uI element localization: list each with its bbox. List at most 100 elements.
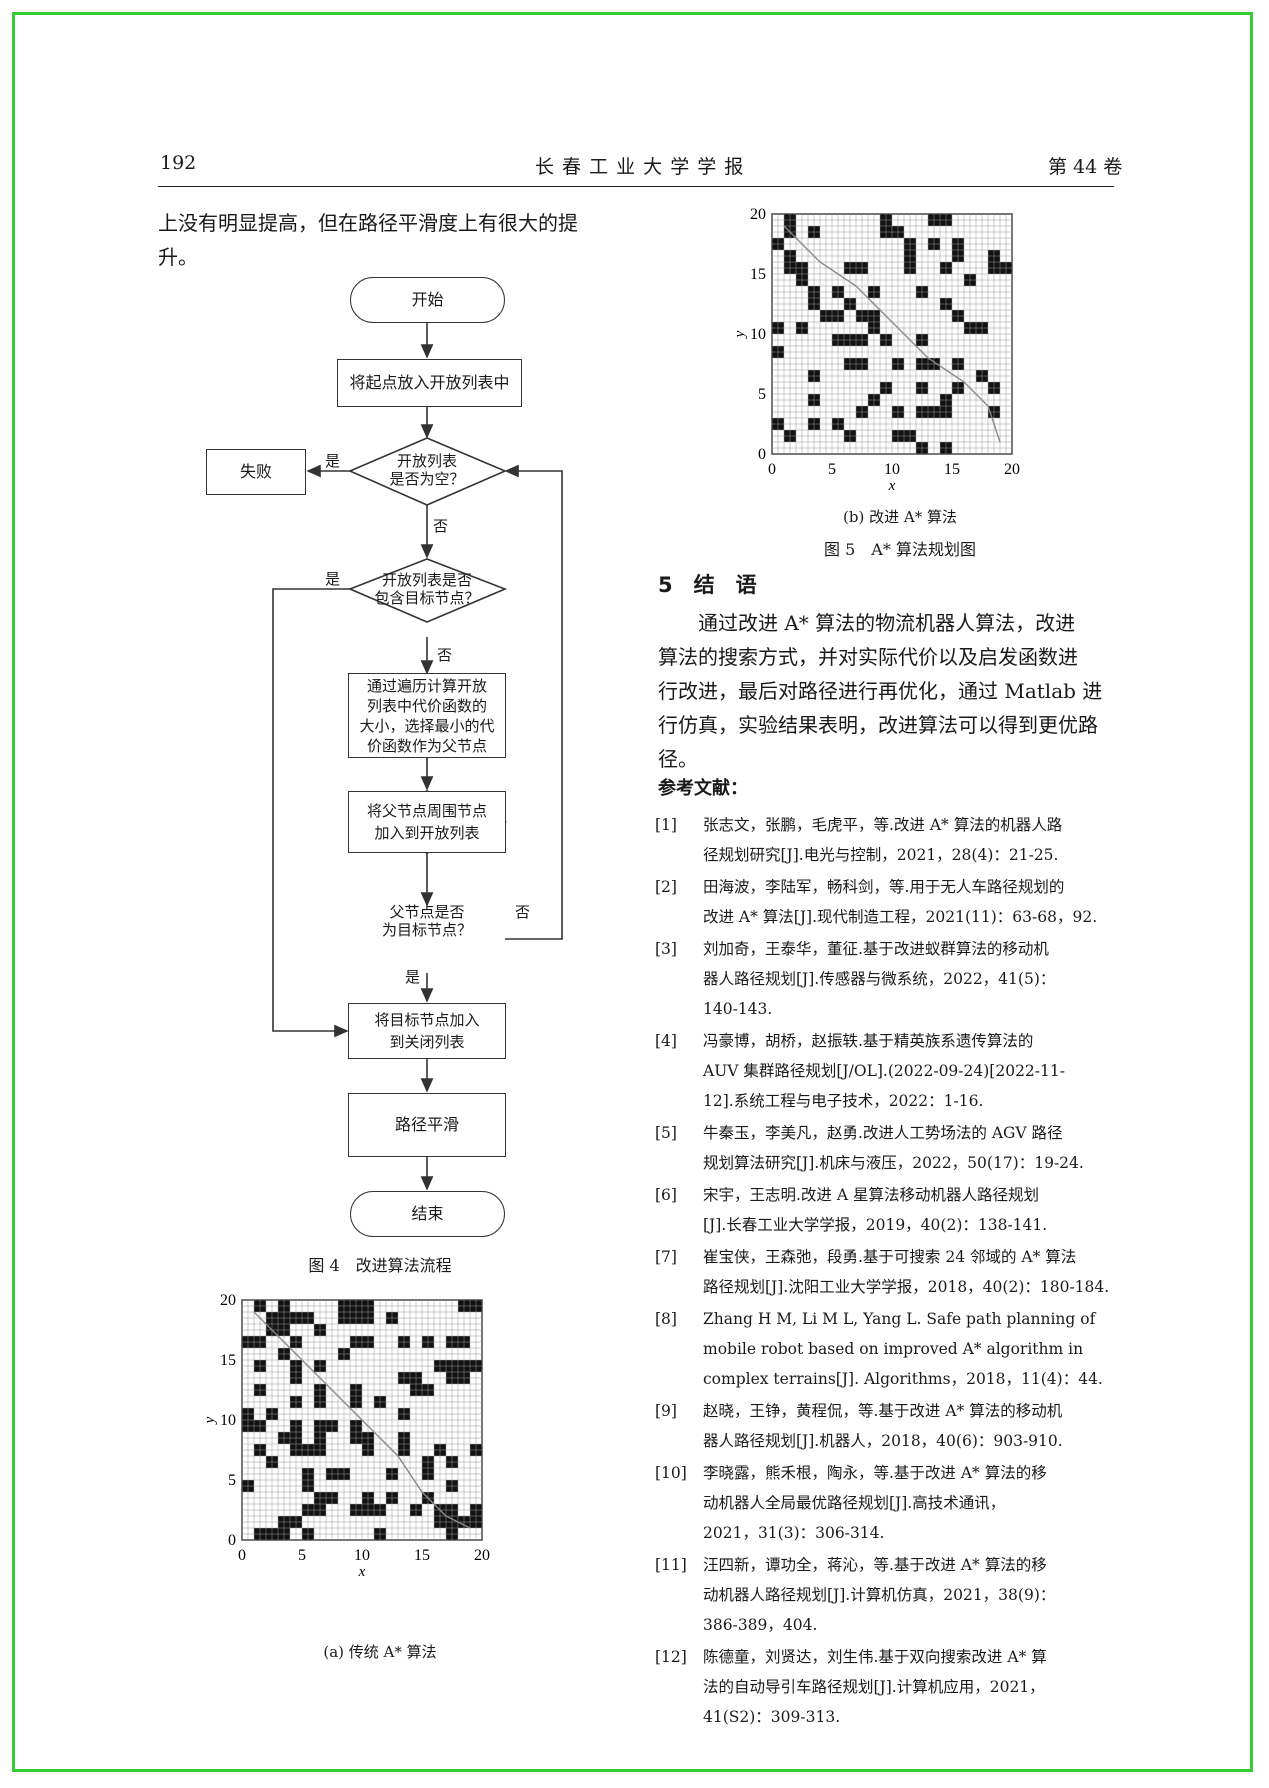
x-tick-label: 10 [354,1547,370,1564]
paragraph-line: 径。 [658,747,698,771]
planned-path [783,225,1001,443]
header-rule [158,186,1114,187]
start-node: 开始 [350,277,505,323]
reference-number: [7] [655,1248,677,1266]
reference-line: 法的自动导引车路径规划[J].计算机应用，2021， [703,1678,1045,1696]
reference-line: [J].长春工业大学学报，2019，40(2)：138-141. [703,1216,1048,1234]
path-smooth-box: 路径平滑 [348,1093,506,1157]
y-tick-label: 0 [758,446,766,463]
decision-open-empty: 开放列表 是否为空？ [352,452,502,488]
y-tick-label: 10 [220,1412,236,1429]
left-paragraph: 上没有明显提高，但在路径平滑度上有很大的提 升。 [158,206,628,274]
reference-item: [9] 赵晓，王铮，黄程侃，等.基于改进 A* 算法的移动机 器人路径规划[J]… [655,1396,1115,1456]
y-axis-label: y [202,1416,218,1425]
reference-line: 陈德童，刘贤达，刘生伟.基于双向搜索改进 A* 算 [703,1648,1047,1666]
reference-number: [3] [655,940,677,958]
reference-line: 赵晓，王铮，黄程侃，等.基于改进 A* 算法的移动机 [703,1402,1063,1420]
reference-line: 2021，31(3)：306-314. [703,1524,885,1542]
grid-b-caption: (b) 改进 A* 算法 [843,508,957,526]
reference-number: [12] [655,1648,687,1666]
paragraph-line: 行改进，最后对路径进行再优化，通过 Matlab 进 [658,679,1103,703]
reference-line: 冯豪博，胡桥，赵振轶.基于精英族系遗传算法的 [703,1032,1034,1050]
reference-item: [1] 张志文，张鹏，毛虎平，等.改进 A* 算法的机器人路 径规划研究[J].… [655,810,1115,870]
reference-line: 崔宝侠，王森弛，段勇.基于可搜索 24 邻域的 A* 算法 [703,1248,1077,1266]
x-tick-label: 5 [298,1547,306,1564]
no-label-1: 否 [433,517,449,535]
reference-line: 器人路径规划[J].机器人，2018，40(6)：903-910. [703,1432,1063,1450]
decision-line: 包含目标节点？ [374,589,480,607]
reference-line: 改进 A* 算法[J].现代制造工程，2021(11)：63-68，92. [703,908,1098,926]
reference-number: [4] [655,1032,677,1050]
reference-number: [1] [655,816,677,834]
paragraph-line: 算法的搜索方式，并对实际代价以及启发函数进 [658,645,1078,669]
reference-number: [2] [655,878,677,896]
reference-number: [5] [655,1124,677,1142]
decision-parent-is-target: 父节点是否 为目标节点？ [352,903,502,939]
add-neighbors-box: 将父节点周围节点 加入到开放列表 [348,791,506,853]
reference-line: 李晓露，熊禾根，陶永，等.基于改进 A* 算法的移 [703,1464,1047,1482]
journal-title: 长 春 工 业 大 学 学 报 [535,156,745,178]
y-tick-label: 20 [750,206,766,223]
reference-item: [5] 牛秦玉，李美凡，赵勇.改进人工势场法的 AGV 路径 规划算法研究[J]… [655,1118,1115,1178]
x-tick-label: 5 [828,461,836,478]
fail-box: 失败 [206,449,306,495]
figure5-caption: 图 5 A* 算法规划图 [824,540,976,559]
reference-number: [11] [655,1556,687,1574]
box-line: 将目标节点加入 [374,1011,480,1029]
reference-line: mobile robot based on improved A* algori… [703,1340,1084,1358]
x-axis-label: x [888,478,896,494]
reference-line: 田海波，李陆军，畅科剑，等.用于无人车路径规划的 [703,878,1065,896]
reference-line: 刘加奇，王泰华，董征.基于改进蚁群算法的移动机 [703,940,1049,958]
reference-item: [8] Zhang H M, Li M L, Yang L. Safe path… [655,1304,1115,1394]
decision-contains-target: 开放列表是否 包含目标节点？ [352,571,502,607]
x-tick-label: 20 [1004,461,1020,478]
y-tick-label: 0 [228,1532,236,1549]
reference-line: 41(S2)：309-313. [703,1708,841,1726]
left-paragraph-line: 上没有明显提高，但在路径平滑度上有很大的提 [158,211,578,235]
reference-line: 140-143. [703,1000,773,1018]
y-tick-label: 10 [750,326,766,343]
no-label-2: 否 [437,646,453,664]
page-border [12,12,1253,1772]
reference-line: 动机器人路径规划[J].计算机仿真，2021，38(9)： [703,1586,1056,1604]
box-line: 列表中代价函数的 [366,696,487,715]
no-label-3: 否 [515,903,531,921]
left-paragraph-line: 升。 [158,245,198,269]
reference-item: [12] 陈德童，刘贤达，刘生伟.基于双向搜索改进 A* 算 法的自动导引车路径… [655,1642,1115,1732]
y-axis-label: y [732,330,748,339]
reference-item: [3] 刘加奇，王泰华，董征.基于改进蚁群算法的移动机 器人路径规划[J].传感… [655,934,1115,1024]
y-tick-label: 15 [750,266,766,283]
y-tick-label: 15 [220,1352,236,1369]
add-closed-box: 将目标节点加入 到关闭列表 [348,1003,506,1059]
reference-item: [2] 田海波，李陆军，畅科剑，等.用于无人车路径规划的 改进 A* 算法[J]… [655,872,1115,932]
y-tick-label: 5 [228,1472,236,1489]
box-line: 将父节点周围节点 [366,802,487,820]
reference-item: [6] 宋宇，王志明.改进 A 星算法移动机器人路径规划 [J].长春工业大学学… [655,1180,1115,1240]
paragraph-line: 通过改进 A* 算法的物流机器人算法，改进 [698,611,1076,635]
x-tick-label: 15 [944,461,960,478]
grid-a-caption: (a) 传统 A* 算法 [323,1643,437,1661]
x-tick-label: 15 [414,1547,430,1564]
y-tick-label: 5 [758,386,766,403]
reference-line: 器人路径规划[J].传感器与微系统，2022，41(5)： [703,970,1056,988]
decision-line: 是否为空？ [389,470,465,488]
reference-line: 规划算法研究[J].机床与液压，2022，50(17)：19-24. [703,1154,1084,1172]
reference-line: 386-389，404. [703,1616,818,1634]
paragraph-line: 行仿真，实验结果表明，改进算法可以得到更优路 [658,713,1098,737]
decision-line: 为目标节点？ [381,921,472,939]
yes-label-1: 是 [325,452,341,470]
reference-number: [8] [655,1310,677,1328]
reference-line: AUV 集群路径规划[J/OL].(2022-09-24)[2022-11- [703,1062,1065,1080]
reference-number: [10] [655,1464,687,1482]
reference-number: [9] [655,1402,677,1420]
end-node: 结束 [350,1191,505,1237]
box-line: 大小，选择最小的代 [359,716,495,735]
yes-label-3: 是 [405,968,421,986]
decision-line: 开放列表是否 [381,571,472,589]
reference-line: 动机器人全局最优路径规划[J].高技术通讯， [703,1494,1006,1512]
reference-item: [7] 崔宝侠，王森弛，段勇.基于可搜索 24 邻域的 A* 算法 路径规划[J… [655,1242,1115,1302]
references-title: 参考文献： [658,778,748,799]
reference-line: complex terrains[J]. Algorithms，2018，11(… [703,1370,1103,1388]
